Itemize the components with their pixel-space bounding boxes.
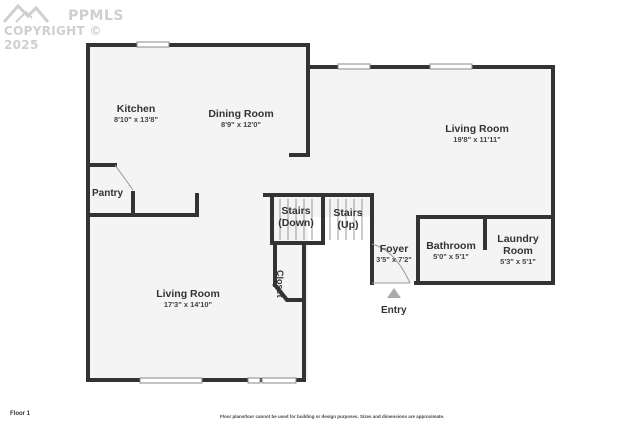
room-name: Kitchen: [116, 103, 156, 115]
room-kitchen: Kitchen 8'10" x 13'8": [114, 103, 158, 125]
room-name: Laundry Room: [497, 233, 539, 257]
disclaimer: Floor plans/tour cannot be used for buil…: [220, 414, 445, 419]
floor-label: Floor 1: [10, 411, 31, 417]
windows: [136, 41, 473, 384]
watermark: PPMLS COPYRIGHT © 2025: [2, 2, 132, 52]
room-stairs-up: Stairs (Up): [333, 207, 362, 231]
room-name: Stairs (Down): [278, 205, 314, 229]
room-name: Dining Room: [208, 108, 274, 120]
room-pantry: Pantry: [92, 188, 124, 199]
room-name: Stairs (Up): [333, 207, 363, 231]
watermark-brand: PPMLS: [68, 8, 124, 24]
door-swings: [114, 164, 411, 284]
room-name: Living Room: [156, 288, 220, 300]
room-dim: 8'9" x 12'0": [221, 120, 261, 129]
room-dim: 8'10" x 13'8": [113, 115, 159, 124]
entry-label: Entry: [381, 305, 407, 316]
room-laundry: Laundry Room 5'3" x 5'1": [497, 233, 538, 267]
floor-fill: [88, 45, 553, 380]
room-dim: 3'5" x 7'2": [376, 255, 412, 264]
entry-arrow-icon: [387, 288, 401, 298]
room-dim: 5'3" x 5'1": [500, 257, 536, 266]
room-name: Bathroom: [426, 240, 476, 252]
room-name: Living Room: [445, 123, 509, 135]
room-dining: Dining Room 8'9" x 12'0": [208, 108, 273, 130]
room-stairs-down: Stairs (Down): [278, 205, 314, 229]
room-foyer: Foyer 3'5" x 7'2": [376, 243, 412, 265]
room-name: Foyer: [379, 243, 409, 255]
room-bathroom: Bathroom 5'0" x 5'1": [426, 240, 476, 262]
watermark-copyright: COPYRIGHT © 2025: [4, 24, 102, 52]
room-living-lower: Living Room 17'3" x 14'10": [156, 288, 220, 310]
room-dim: 19'8" x 11'11": [453, 135, 501, 144]
room-closet: Closet: [275, 270, 285, 298]
mountain-logo-icon: [2, 3, 50, 23]
room-living-upper: Living Room 19'8" x 11'11": [445, 123, 509, 145]
room-dim: 17'3" x 14'10": [163, 300, 213, 309]
room-dim: 5'0" x 5'1": [433, 252, 469, 261]
stair-treads: [279, 199, 363, 240]
